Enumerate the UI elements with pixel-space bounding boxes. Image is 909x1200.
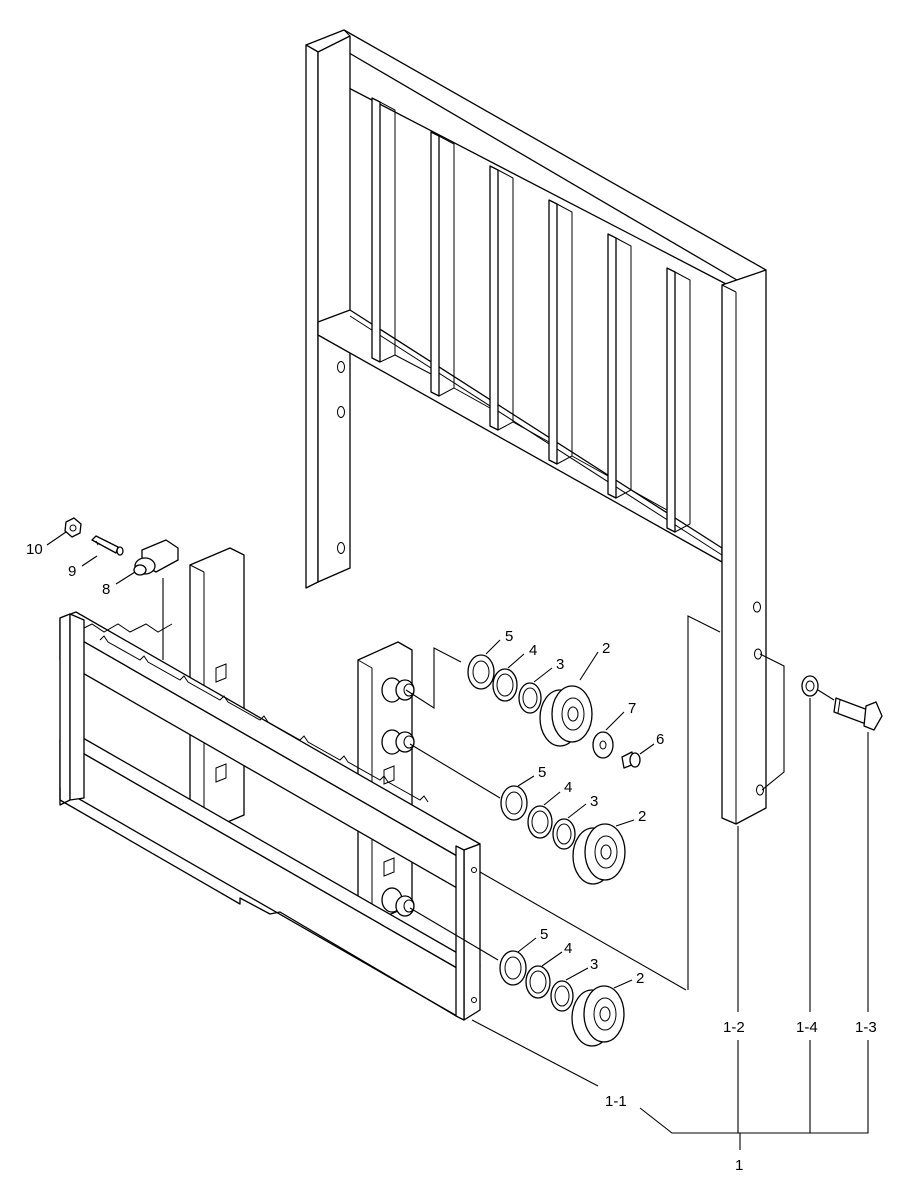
callout-2-middle: 2 [638, 808, 646, 825]
callout-3-upper: 3 [556, 656, 564, 673]
roller-set-lower [499, 950, 625, 1047]
callout-2-lower: 2 [636, 970, 644, 987]
callout-5-middle: 5 [538, 764, 546, 781]
stopper-hardware [64, 517, 179, 576]
backrest-slats [371, 97, 691, 533]
callout-1-1: 1-1 [605, 1093, 627, 1110]
callout-8: 8 [102, 581, 110, 598]
callout-6: 6 [656, 731, 664, 748]
callout-4-middle: 4 [564, 779, 572, 796]
roller-studs [381, 677, 415, 917]
callout-2-upper: 2 [602, 640, 610, 657]
callout-1-4: 1-4 [796, 1019, 818, 1036]
callout-3-lower: 3 [590, 956, 598, 973]
alignment-lines [162, 578, 835, 991]
leader-lines [46, 531, 869, 1150]
callout-9: 9 [68, 563, 76, 580]
roller-set-upper [467, 654, 641, 769]
callout-5-upper: 5 [505, 628, 513, 645]
callout-1: 1 [735, 1157, 743, 1174]
roller-set-middle [500, 785, 626, 885]
callout-labels: 10 9 8 5 4 3 2 7 6 5 4 3 2 5 4 3 2 1-2 1… [26, 541, 877, 1174]
callout-7: 7 [628, 700, 636, 717]
carriage-frame [59, 547, 481, 1021]
callout-1-2: 1-2 [723, 1019, 745, 1036]
load-backrest [305, 29, 767, 825]
callout-1-3: 1-3 [855, 1019, 877, 1036]
callout-10: 10 [26, 541, 43, 558]
callout-4-upper: 4 [529, 642, 537, 659]
callout-5-lower: 5 [540, 926, 548, 943]
callout-3-middle: 3 [590, 793, 598, 810]
callout-4-lower: 4 [564, 940, 572, 957]
backrest-mounting-hardware [801, 675, 883, 731]
